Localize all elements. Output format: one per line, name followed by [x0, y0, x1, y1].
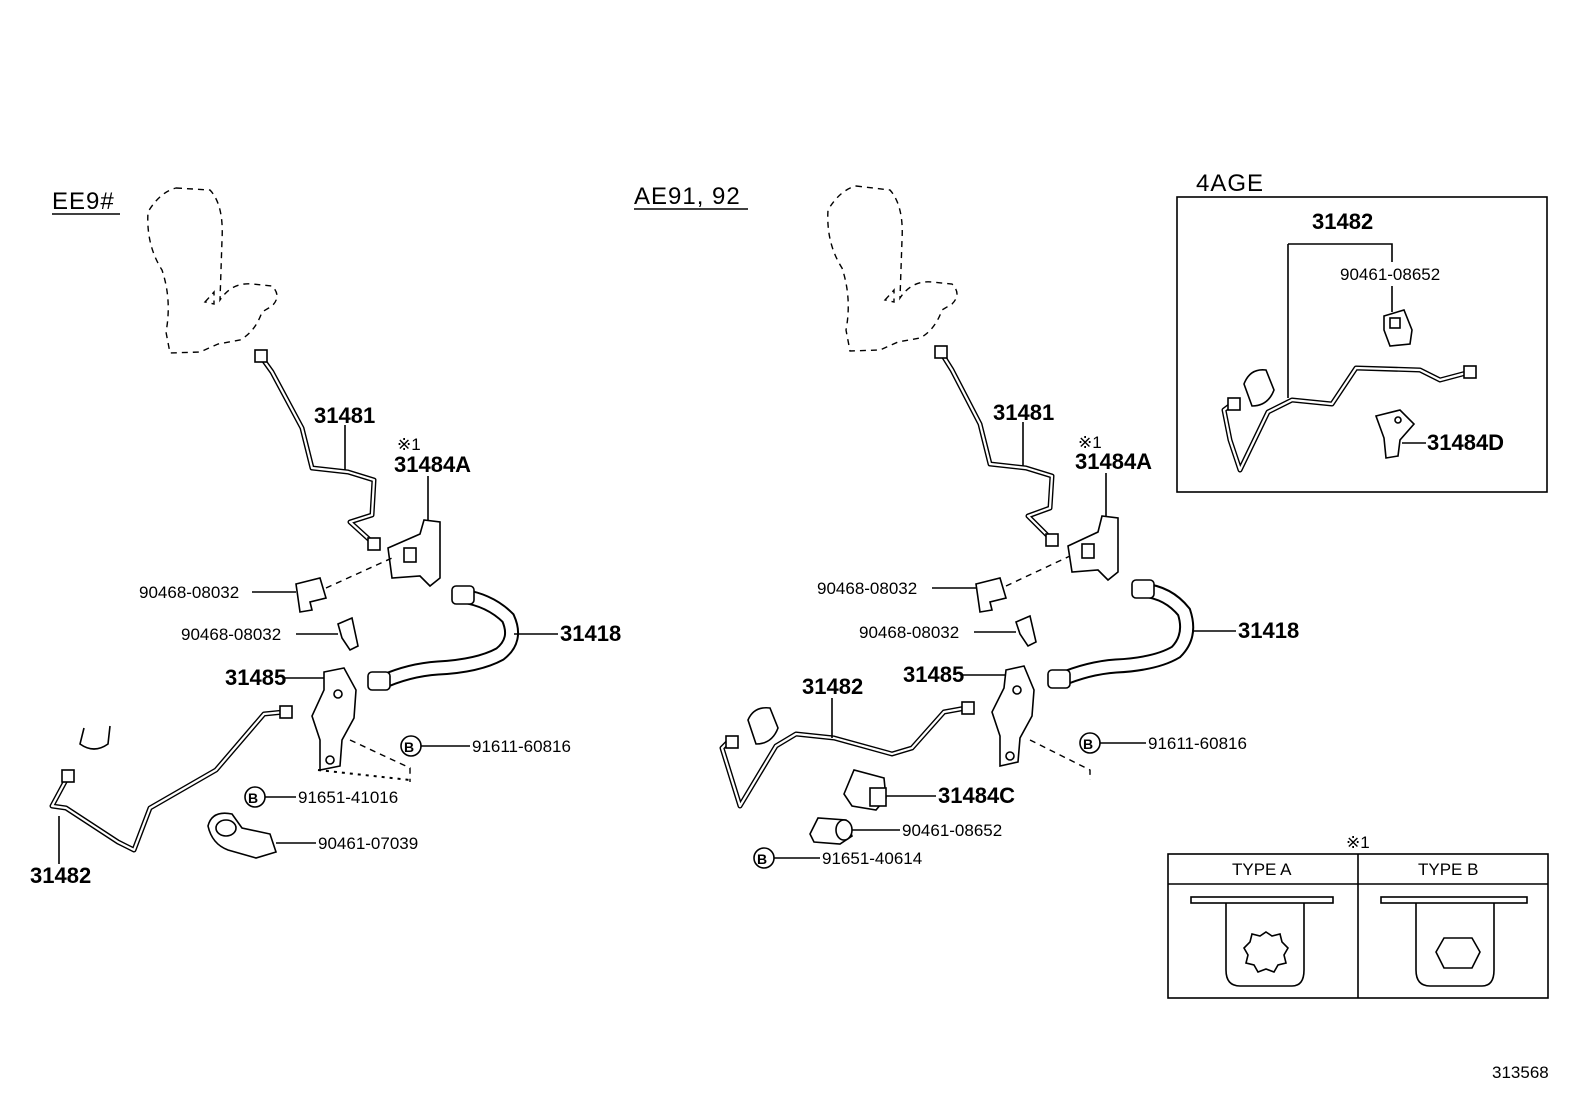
hose-end-outline [79, 725, 111, 750]
type-a-bracket-shape [1190, 896, 1334, 987]
clip-90468-a [295, 577, 328, 613]
hose-end-cap [1243, 368, 1275, 407]
type-a-header: TYPE A [1232, 860, 1292, 879]
bolt-symbol: B [1079, 732, 1101, 754]
hose-fitting [1047, 669, 1071, 689]
bracket-31485 [311, 667, 357, 771]
label-31484a: 31484A [394, 452, 471, 477]
clamp-90461-07039 [207, 812, 278, 859]
pipe-flare-nut [367, 537, 381, 551]
type-table: ※1 TYPE A TYPE B [1167, 833, 1549, 999]
section-title-ee9: EE9# [52, 188, 115, 215]
pipe-flare-nut [934, 345, 948, 359]
bolt-symbol: B [400, 735, 422, 757]
leader-31482-bracket [1288, 243, 1393, 262]
svg-text:B: B [1083, 736, 1093, 752]
master-cylinder-outline [827, 185, 958, 352]
label-90461: 90461-08652 [1340, 265, 1440, 284]
label-31418: 31418 [560, 621, 621, 646]
pipe-flare-nut [725, 735, 739, 749]
hose-fitting [451, 585, 475, 605]
label-90468-a: 90468-08032 [139, 583, 239, 602]
type-b-bracket-shape [1380, 896, 1528, 987]
svg-text:B: B [757, 851, 767, 867]
bracket-31484d [1374, 409, 1416, 459]
pipe-flare-nut [961, 701, 975, 715]
label-31482: 31482 [802, 674, 863, 699]
note-mark: ※1 [1078, 433, 1102, 452]
bolt-symbol: B [244, 786, 266, 808]
master-cylinder-outline [147, 187, 278, 354]
label-90468-b: 90468-08032 [859, 623, 959, 642]
pipe-flare-nut [1227, 397, 1241, 411]
pipe-flare-nut [61, 769, 75, 783]
inset-4age: 4AGE 31482 90461-08652 31484D [1176, 170, 1548, 493]
figure-id: 313568 [1492, 1063, 1549, 1082]
label-91651: 91651-41016 [298, 788, 398, 807]
label-31484c: 31484C [938, 783, 1015, 808]
label-31484a: 31484A [1075, 449, 1152, 474]
pipe-flare-nut [279, 705, 293, 719]
label-90461: 90461-08652 [902, 821, 1002, 840]
section-ee9: EE9# 31481 ※1 31484A 90468-08032 90468-0… [30, 187, 621, 888]
label-91651: 91651-40614 [822, 849, 922, 868]
note-mark: ※1 [397, 435, 421, 454]
clip-90468-a [975, 577, 1008, 613]
label-31418: 31418 [1238, 618, 1299, 643]
note-mark: ※1 [1346, 833, 1370, 852]
hose-end-cap [747, 706, 779, 745]
section-ae91-92: AE91, 92 31481 ※1 31484A 90468-08032 904… [634, 183, 1299, 869]
hose-fitting [1131, 579, 1155, 599]
pipe-flare-nut [1463, 365, 1477, 379]
label-31481: 31481 [314, 403, 375, 428]
section-title-ae91-92: AE91, 92 [634, 183, 741, 210]
label-90461: 90461-07039 [318, 834, 418, 853]
label-91611: 91611-60816 [472, 737, 571, 756]
bolt-symbol: B [753, 847, 775, 869]
pipe-flare-nut [254, 349, 268, 363]
label-31485: 31485 [225, 665, 286, 690]
label-31482: 31482 [1312, 209, 1373, 234]
label-31485: 31485 [903, 662, 964, 687]
pipe-flare-nut [1045, 533, 1059, 547]
label-31484d: 31484D [1427, 430, 1504, 455]
inset-frame [1176, 196, 1548, 493]
master-cylinder-port [203, 290, 215, 305]
label-31482: 31482 [30, 863, 91, 888]
label-90468-a: 90468-08032 [817, 579, 917, 598]
clip-90468-b [1015, 614, 1037, 648]
master-cylinder-port [883, 288, 895, 303]
label-91611: 91611-60816 [1148, 734, 1247, 753]
label-90468-b: 90468-08032 [181, 625, 281, 644]
svg-text:B: B [248, 790, 258, 806]
type-b-header: TYPE B [1418, 860, 1478, 879]
inset-title-4age: 4AGE [1196, 170, 1264, 197]
label-31481: 31481 [993, 400, 1054, 425]
clip-90468-b [337, 616, 359, 652]
svg-text:B: B [404, 739, 414, 755]
hose-fitting [367, 671, 391, 691]
bracket-31485 [991, 665, 1035, 767]
